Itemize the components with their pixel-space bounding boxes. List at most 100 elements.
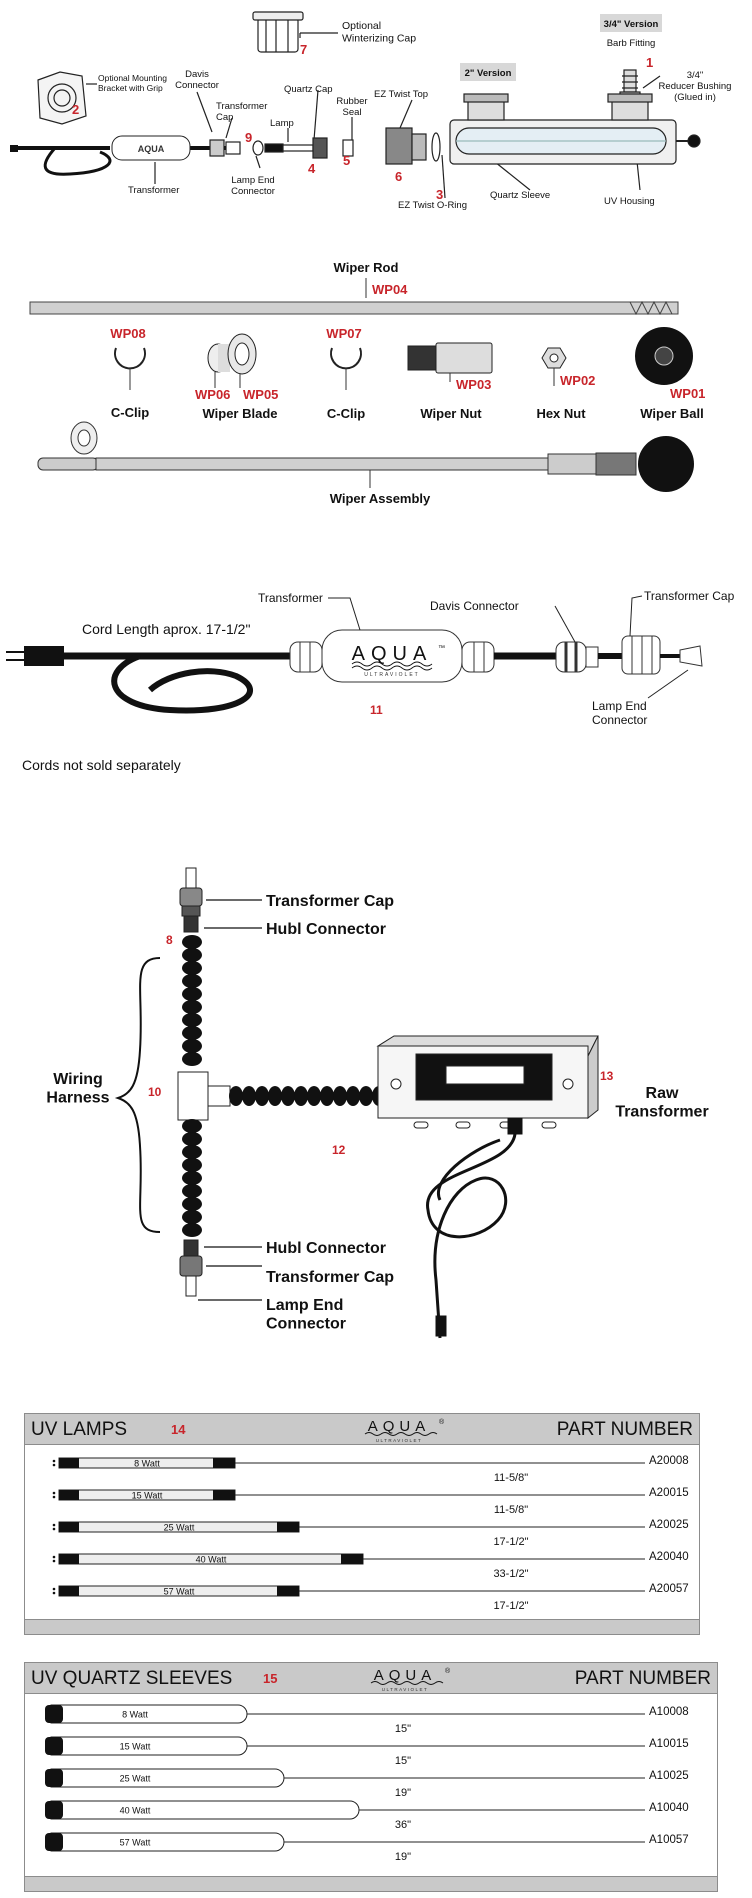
sleeve-watt-label: 25 Watt bbox=[120, 1774, 151, 1784]
uv-lamps-num: 14 bbox=[171, 1422, 186, 1437]
wiper-blade-part bbox=[207, 333, 257, 388]
sleeve-tube bbox=[50, 1736, 248, 1756]
cord-davis-connector-label: Davis Connector bbox=[430, 599, 519, 613]
svg-text:ULTRAVIOLET: ULTRAVIOLET bbox=[364, 672, 419, 678]
num-4: 4 bbox=[308, 161, 316, 176]
wiper-assembly-part bbox=[37, 421, 694, 492]
lamp-pin bbox=[52, 1591, 56, 1595]
harness-bottom-cap bbox=[179, 1239, 203, 1297]
lamp-pin bbox=[52, 1491, 56, 1495]
lamp-length-label: 17-1/2" bbox=[493, 1600, 528, 1612]
lamp-length-label: 17-1/2" bbox=[493, 1536, 528, 1548]
num-13: 13 bbox=[600, 1069, 614, 1083]
lamp-part-number: A20040 bbox=[649, 1551, 689, 1563]
wiper-ball-label: Wiper Ball bbox=[640, 406, 703, 421]
wp04-label: WP04 bbox=[372, 282, 408, 297]
lamp-end-cap bbox=[213, 1458, 235, 1468]
raw-transformer-box bbox=[376, 1035, 599, 1129]
uv-sleeves-title: UV QUARTZ SLEEVES bbox=[31, 1668, 233, 1689]
uv-sleeves-footer bbox=[25, 1876, 717, 1891]
num-8: 8 bbox=[166, 933, 173, 947]
ez-twist-oring-label: EZ Twist O-Ring bbox=[398, 200, 467, 211]
sleeve-end-cap bbox=[45, 1769, 63, 1787]
wp07-label: WP07 bbox=[326, 326, 361, 341]
sleeve-part-number: A10025 bbox=[649, 1770, 689, 1782]
sleeve-watt-label: 8 Watt bbox=[122, 1710, 148, 1720]
num-7: 7 bbox=[300, 42, 307, 57]
uv-lamps-table: UV LAMPS 14 AQUA ULTRAVIOLET ® PART NUMB… bbox=[24, 1413, 700, 1635]
wiper-nut-part bbox=[407, 342, 493, 382]
svg-text:ULTRAVIOLET: ULTRAVIOLET bbox=[382, 1687, 429, 1692]
lamp-length-label: 33-1/2" bbox=[493, 1568, 528, 1580]
lamp-length-label: 11-5/8" bbox=[494, 1472, 528, 1484]
hex-nut-label: Hex Nut bbox=[536, 406, 586, 421]
cord-diagram: AQUA ULTRAVIOLET ™ Transformer Davis Con… bbox=[6, 589, 735, 773]
num-10: 10 bbox=[148, 1085, 162, 1099]
cord-transformer-label: Transformer bbox=[258, 591, 323, 605]
lamp-pin bbox=[52, 1463, 56, 1467]
c-clip-2-part bbox=[330, 347, 362, 370]
lamp-end-cap bbox=[277, 1586, 299, 1596]
lamp-end-cap bbox=[59, 1458, 79, 1468]
sleeve-length-label: 15" bbox=[395, 1723, 411, 1735]
lamp-watt-label: 25 Watt bbox=[164, 1523, 195, 1533]
wp02-label: WP02 bbox=[560, 373, 595, 388]
lamp-pin bbox=[52, 1527, 56, 1531]
svg-text:™: ™ bbox=[438, 645, 445, 652]
harness-cable-lower bbox=[182, 1119, 202, 1237]
sleeve-end-cap bbox=[45, 1833, 63, 1851]
lamp-watt-label: 8 Watt bbox=[134, 1459, 160, 1469]
lamp-length-label: 11-5/8" bbox=[494, 1504, 528, 1516]
lamp-end-cap bbox=[277, 1522, 299, 1532]
c-clip-1-part bbox=[114, 347, 146, 370]
sleeve-tube bbox=[50, 1832, 285, 1852]
sleeve-watt-label: 15 Watt bbox=[120, 1742, 151, 1752]
num-6: 6 bbox=[395, 169, 402, 184]
sleeve-length-label: 19" bbox=[395, 1787, 411, 1799]
harness-t-junction bbox=[177, 1071, 231, 1121]
uv-lamps-footer bbox=[25, 1619, 699, 1634]
lamp-label: Lamp bbox=[270, 118, 294, 129]
cord-plug bbox=[6, 646, 64, 666]
uv-housing-part bbox=[449, 93, 701, 165]
svg-text:®: ® bbox=[445, 1667, 451, 1675]
svg-text:®: ® bbox=[439, 1418, 445, 1426]
c-clip-1-label: C-Clip bbox=[111, 405, 149, 420]
harness-hubl-connector-top-label: Hubl Connector bbox=[266, 921, 386, 938]
cord-davis-connector bbox=[555, 641, 599, 673]
sleeve-end-cap bbox=[45, 1737, 63, 1755]
svg-text:AQUA: AQUA bbox=[352, 643, 433, 665]
cord-loop bbox=[111, 653, 253, 714]
cord-logo: AQUA ULTRAVIOLET ™ bbox=[352, 643, 445, 678]
wiper-assembly-label: Wiper Assembly bbox=[330, 491, 431, 506]
lamp-end-cap bbox=[341, 1554, 363, 1564]
cord-length-label: Cord Length aprox. 17-1/2" bbox=[82, 621, 250, 637]
wp08-label: WP08 bbox=[110, 326, 145, 341]
sleeve-length-label: 15" bbox=[395, 1755, 411, 1767]
harness-cable-right bbox=[229, 1086, 386, 1106]
wiper-nut-label: Wiper Nut bbox=[420, 406, 482, 421]
num-5: 5 bbox=[343, 153, 350, 168]
uv-sleeves-part-number-label: PART NUMBER bbox=[574, 1668, 711, 1689]
wiper-ball-part bbox=[635, 327, 693, 385]
svg-text:AQUA: AQUA bbox=[368, 1418, 431, 1435]
lamp-watt-label: 15 Watt bbox=[132, 1491, 163, 1501]
harness-top-cap bbox=[179, 867, 203, 933]
sleeve-tube bbox=[50, 1768, 285, 1788]
svg-text:ULTRAVIOLET: ULTRAVIOLET bbox=[376, 1438, 423, 1443]
raw-transformer-cord bbox=[426, 1117, 523, 1339]
barb-fitting-label: Barb Fitting bbox=[607, 38, 656, 49]
sleeve-length-label: 19" bbox=[395, 1851, 411, 1863]
